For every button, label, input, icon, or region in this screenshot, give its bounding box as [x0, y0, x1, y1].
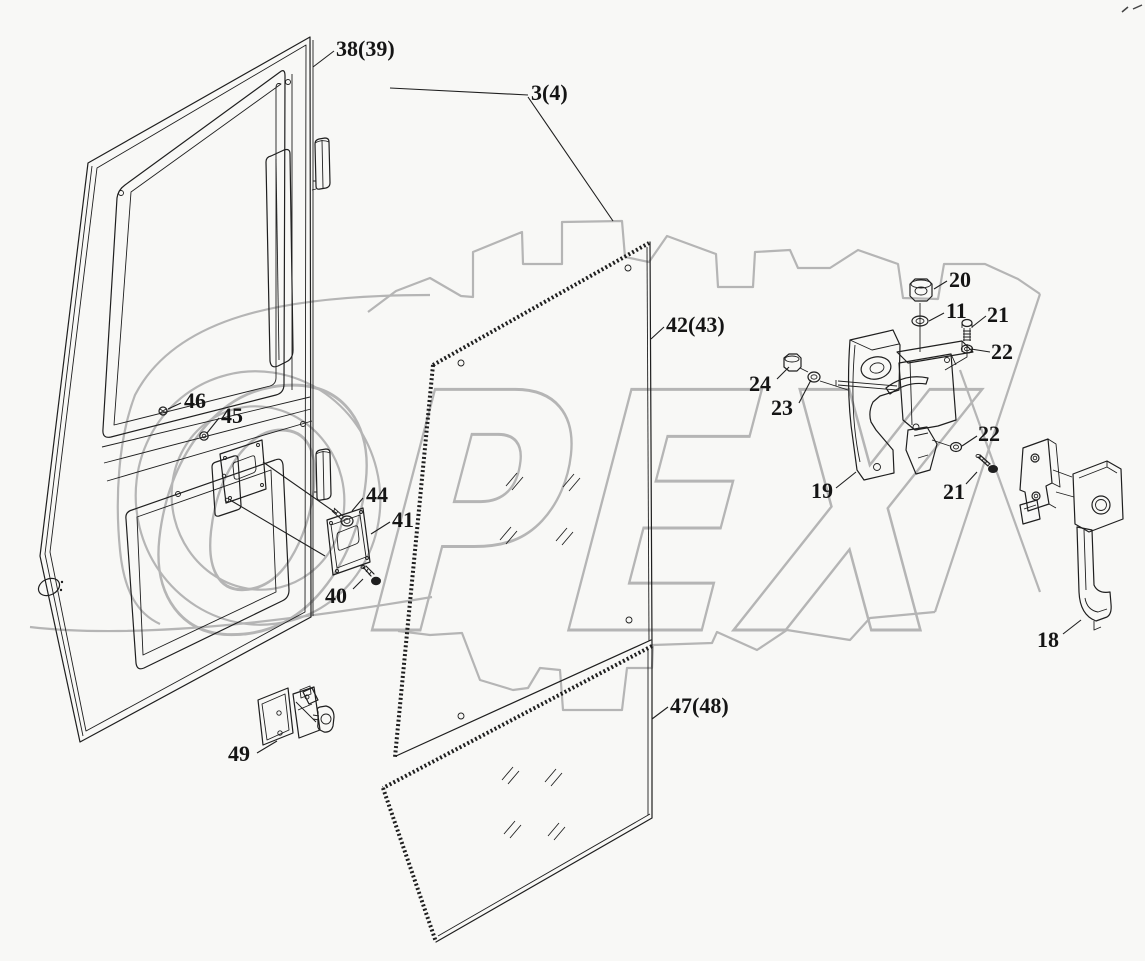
part-label-47-48: 47(48): [670, 693, 729, 718]
bolt-21-upper: [961, 318, 973, 341]
part-label-21-upper: 21: [987, 302, 1009, 327]
door-outer-outline: [39, 36, 312, 743]
door-hole-4: [300, 421, 306, 427]
door-hinge-lower: [314, 448, 332, 501]
handle-mount-bracket: [1019, 438, 1061, 525]
washer-23: [807, 371, 821, 383]
part-label-24: 24: [749, 371, 771, 396]
screw-21-lower: [975, 453, 998, 473]
watermark-text: OPEX: [131, 324, 989, 708]
door-oval-hole: [37, 577, 61, 597]
part-label-46: 46: [184, 388, 206, 413]
part-label-49: 49: [228, 741, 250, 766]
glass-lower-edge-inner: [437, 650, 651, 937]
glass-lower-left-edge: [381, 787, 438, 943]
watermark-gear-ribbon: [958, 369, 1042, 593]
latch49-plate: [257, 687, 294, 746]
exploded-projection-lines: [229, 461, 337, 557]
door-hole-2: [285, 79, 291, 85]
door-window-run-channel-inner: [275, 158, 280, 361]
glass-upper-hole-3: [625, 616, 633, 624]
door-dot-2: [59, 588, 63, 592]
callout-leaders: [167, 50, 1082, 754]
part-label-11: 11: [946, 298, 967, 323]
part-label-40: 40: [325, 583, 347, 608]
latch-body: [885, 340, 974, 475]
outer-handle-18: [1019, 438, 1124, 631]
latch-49: [257, 685, 335, 746]
bolt-44: [331, 507, 354, 527]
door-hole-3: [175, 491, 181, 497]
door-hinge-upper: [311, 137, 331, 191]
part-label-3-4: 3(4): [531, 80, 568, 105]
door-fasteners: [158, 406, 381, 586]
assembly-axis-lines: [799, 303, 968, 447]
part-label-20: 20: [949, 267, 971, 292]
part-labels: 38(39) 3(4) 42(43) 46 45 44 41 40 49 47(…: [184, 36, 1059, 766]
part-label-44: 44: [366, 482, 388, 507]
latch-pawl: [905, 426, 938, 475]
door-hole-1: [118, 190, 124, 196]
part-label-22-upper: 22: [991, 339, 1013, 364]
handle-grip: [1072, 460, 1124, 631]
part-label-41: 41: [392, 507, 414, 532]
part-label-19: 19: [811, 478, 833, 503]
screw-46: [158, 406, 168, 416]
glass-upper-reflections: [499, 472, 581, 546]
washer-22-lower: [949, 441, 963, 453]
door-window-opening-inner: [113, 83, 282, 426]
nut-20: [909, 278, 933, 302]
latch-release-lever: [885, 376, 929, 395]
part-label-38-39: 38(39): [336, 36, 395, 61]
glass-upper-right-edge-inner: [646, 246, 650, 642]
watermark-gear-teeth-top: [367, 219, 1041, 313]
watermark-gear-teeth-bottom: [397, 610, 936, 712]
handle-bracket-19: [847, 329, 901, 481]
door-inner-outline: [49, 44, 307, 732]
part-label-23: 23: [771, 395, 793, 420]
watermark-gear-arc-left: [116, 293, 431, 626]
nut-24: [783, 353, 802, 372]
part-label-21-lower: 21: [943, 479, 965, 504]
glass-upper-hole-1: [624, 264, 632, 272]
glass-lower-right-bottom-edges: [435, 645, 653, 943]
corner-print-marks: [1121, 4, 1143, 13]
door-dot-1: [60, 580, 64, 584]
glass-panel-upper: [393, 241, 653, 758]
watermark-o-inner: [170, 405, 346, 591]
part-label-42-43: 42(43): [666, 312, 725, 337]
washer-45: [199, 431, 209, 441]
glass-upper-top-edge: [432, 241, 650, 367]
watermark-gear-edge-right: [933, 293, 1042, 613]
part-label-45: 45: [221, 403, 243, 428]
screw-40: [360, 564, 381, 586]
door-lower-recess-inner: [136, 469, 277, 656]
glass-panel-lower: [381, 644, 653, 943]
latch49-lever: [302, 687, 319, 705]
door-belt-band: [101, 396, 313, 482]
plate-41: [326, 507, 371, 576]
glass-upper-right-edge: [649, 241, 653, 646]
part-label-22-lower: 22: [978, 421, 1000, 446]
part-label-18: 18: [1037, 627, 1059, 652]
glass-upper-bottom-edge: [395, 639, 652, 757]
glass-lower-hole: [457, 712, 465, 720]
watermark-gear-emblem: OPEX: [29, 219, 1042, 712]
handle-projection-lines: [1052, 469, 1075, 498]
glass-upper-hole-2: [457, 359, 465, 367]
glass-lower-reflections: [501, 766, 566, 841]
door-lower-recess-outer: [125, 458, 290, 670]
door-frame: [37, 36, 332, 743]
door-handle-plate-front: [219, 439, 267, 504]
latch49-knob: [316, 705, 335, 733]
door-edge-fold-line: [44, 165, 93, 737]
door-window-run-channel: [265, 148, 294, 368]
